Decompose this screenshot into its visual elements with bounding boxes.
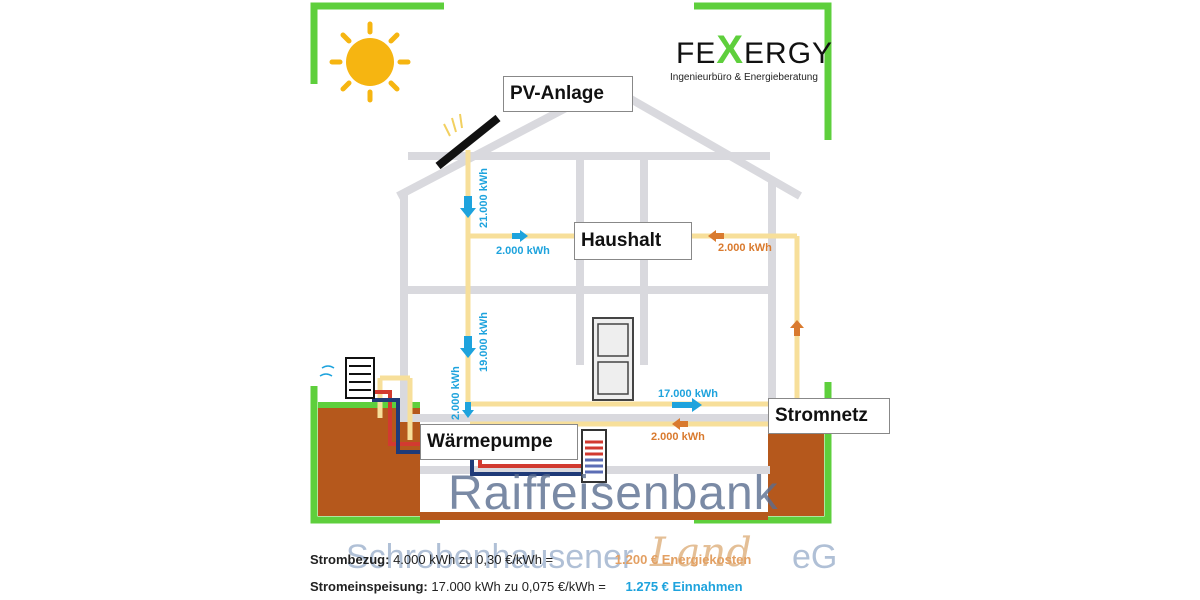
flow-arrows xyxy=(460,196,804,430)
logo-x: X xyxy=(716,28,745,72)
logo-subtitle: Ingenieurbüro & Energieberatung xyxy=(670,72,818,83)
arrow-left-grid-heatpump xyxy=(672,418,688,430)
flow-lines xyxy=(377,150,800,440)
label-stromnetz: Stromnetz xyxy=(768,398,890,434)
summary-strombezug-result: 1.200 € Energiekosten xyxy=(614,552,752,567)
solar-panel-icon xyxy=(435,113,501,170)
flow-to-household: 2.000 kWh xyxy=(496,245,550,257)
watermark-land: Land xyxy=(650,530,752,576)
arrow-up-grid xyxy=(790,320,804,336)
summary-strombezug-label: Strombezug: xyxy=(310,552,390,567)
flow-grid-to-heatpump: 2.000 kWh xyxy=(651,431,705,443)
arrow-down-pv xyxy=(460,196,476,218)
watermark-region: Schrobenhausener xyxy=(346,538,634,576)
summary-stromeinspeisung: Stromeinspeisung: 17.000 kWh zu 0,075 €/… xyxy=(310,579,743,594)
door-icon xyxy=(592,317,634,401)
storage-tank-icon xyxy=(581,429,607,483)
flow-pv-total: 21.000 kWh xyxy=(478,168,490,228)
summary-strombezug: Strombezug: 4.000 kWh zu 0,30 €/kWh = 1.… xyxy=(310,552,751,567)
fexergy-logo: FEXERGY xyxy=(676,28,833,73)
logo-text-fe: FE xyxy=(676,37,717,70)
arrow-down-pv2 xyxy=(460,336,476,358)
watermark-eg: eG xyxy=(792,538,838,576)
heatpump-pipes xyxy=(366,390,582,476)
summary-einspeisung-label: Stromeinspeisung: xyxy=(310,579,428,594)
summary-einspeisung-text: 17.000 kWh zu 0,075 €/kWh = xyxy=(431,579,606,594)
flow-to-heatpump: 2.000 kWh xyxy=(450,366,462,420)
watermark-bank-name: Raiffeisenbank xyxy=(448,467,779,520)
label-pv-anlage: PV-Anlage xyxy=(503,76,633,112)
arrow-down-heatpump xyxy=(462,402,474,418)
ground xyxy=(318,402,824,520)
arrow-left-grid-household xyxy=(708,230,724,242)
label-haushalt: Haushalt xyxy=(574,222,692,260)
sun-icon xyxy=(329,21,411,103)
heatpump-unit-icon xyxy=(319,357,375,399)
arrow-right-grid xyxy=(672,398,702,412)
summary-einspeisung-result: 1.275 € Einnahmen xyxy=(625,579,743,594)
flow-pv-down: 19.000 kWh xyxy=(478,312,490,372)
flow-to-grid: 17.000 kWh xyxy=(658,388,718,400)
arrow-right-household xyxy=(512,230,528,242)
logo-text-ergy: ERGY xyxy=(744,37,834,70)
label-waermepumpe: Wärmepumpe xyxy=(420,424,578,460)
summary-strombezug-text: 4.000 kWh zu 0,30 €/kWh = xyxy=(393,552,554,567)
flow-grid-to-household: 2.000 kWh xyxy=(718,242,772,254)
